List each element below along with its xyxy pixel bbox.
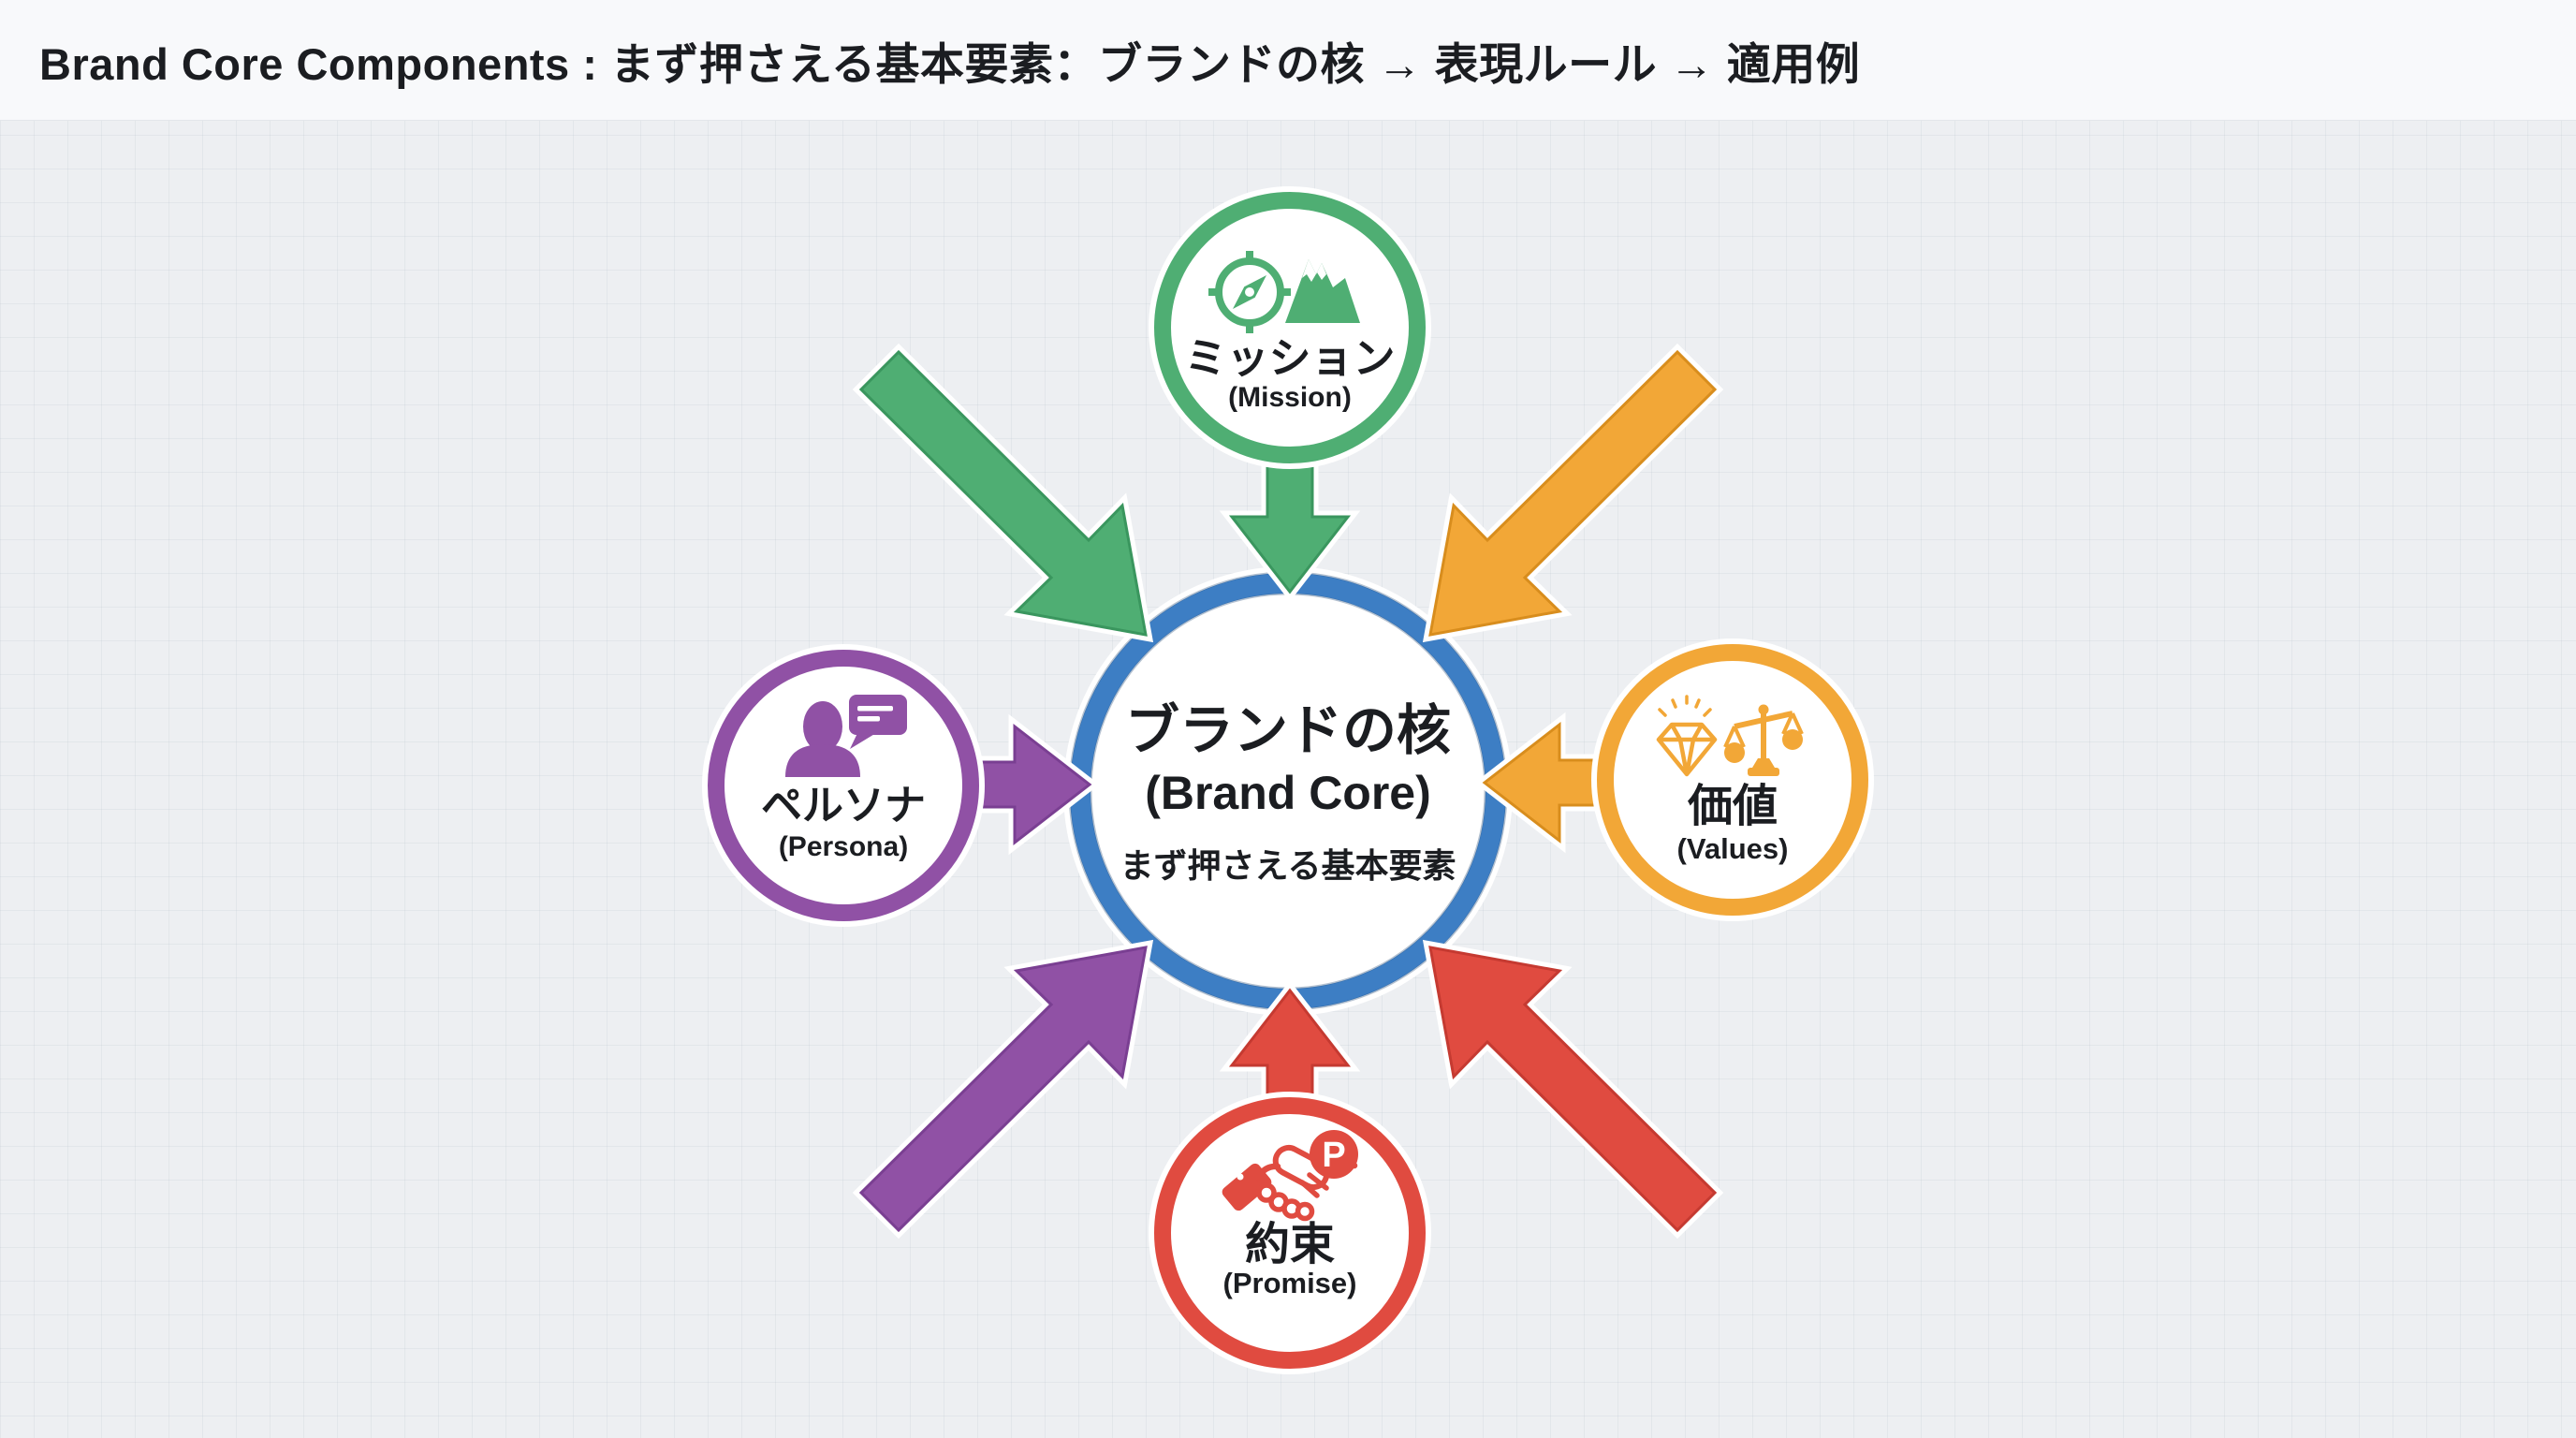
- persona-label-ja: ペルソナ: [761, 783, 926, 829]
- person-icon: [785, 701, 860, 777]
- persona-label-en: (Persona): [778, 831, 909, 862]
- arrow-inflow-bottom-left: [858, 946, 1148, 1233]
- mountain-icon: [1285, 259, 1360, 323]
- persona-icons: [785, 695, 907, 777]
- core-label-ja: ブランドの核: [1124, 700, 1451, 761]
- page-title: Brand Core Components : まず押さえる基本要素：ブランドの…: [39, 38, 1861, 89]
- promise-circle: [1149, 1092, 1431, 1374]
- compass-icon: [1208, 251, 1291, 333]
- mission-circle: [1149, 186, 1431, 469]
- values-circle: [1591, 638, 1874, 921]
- speech-bubble-icon: [849, 695, 907, 749]
- arrows: [852, 343, 1724, 1240]
- diamond-icon: [1656, 695, 1718, 777]
- arrow-inflow-bottom-right: [1428, 946, 1718, 1233]
- title-bar: Brand Core Components : まず押さえる基本要素：ブランドの…: [0, 0, 2576, 121]
- values-icons: [1656, 695, 1804, 777]
- core-label-en: (Brand Core): [1145, 767, 1431, 819]
- promise-ring: [1154, 1097, 1426, 1369]
- mission-ring: [1154, 192, 1426, 463]
- promise-label-en: (Promise): [1222, 1267, 1357, 1299]
- arrow-inflow-top-left: [858, 349, 1148, 637]
- persona-ring: [708, 650, 979, 921]
- scales-icon: [1723, 704, 1804, 776]
- mission-label-en: (Mission): [1228, 382, 1352, 413]
- values-label-ja: 価値: [1687, 782, 1778, 831]
- promise-label-ja: 約束: [1244, 1220, 1335, 1269]
- promise-icons: P: [1222, 1130, 1358, 1222]
- core-subtitle: まず押さえる基本要素: [1120, 846, 1456, 885]
- mission-label-ja: ミッション: [1184, 334, 1396, 382]
- mission-icons: [1208, 251, 1360, 333]
- arrow-inflow-top-right: [1428, 349, 1718, 637]
- p-badge-icon: P: [1310, 1130, 1358, 1179]
- p-badge-letter: P: [1322, 1136, 1345, 1175]
- sparkles: [1658, 695, 1712, 717]
- values-label-en: (Values): [1676, 832, 1789, 865]
- values-ring: [1597, 644, 1868, 916]
